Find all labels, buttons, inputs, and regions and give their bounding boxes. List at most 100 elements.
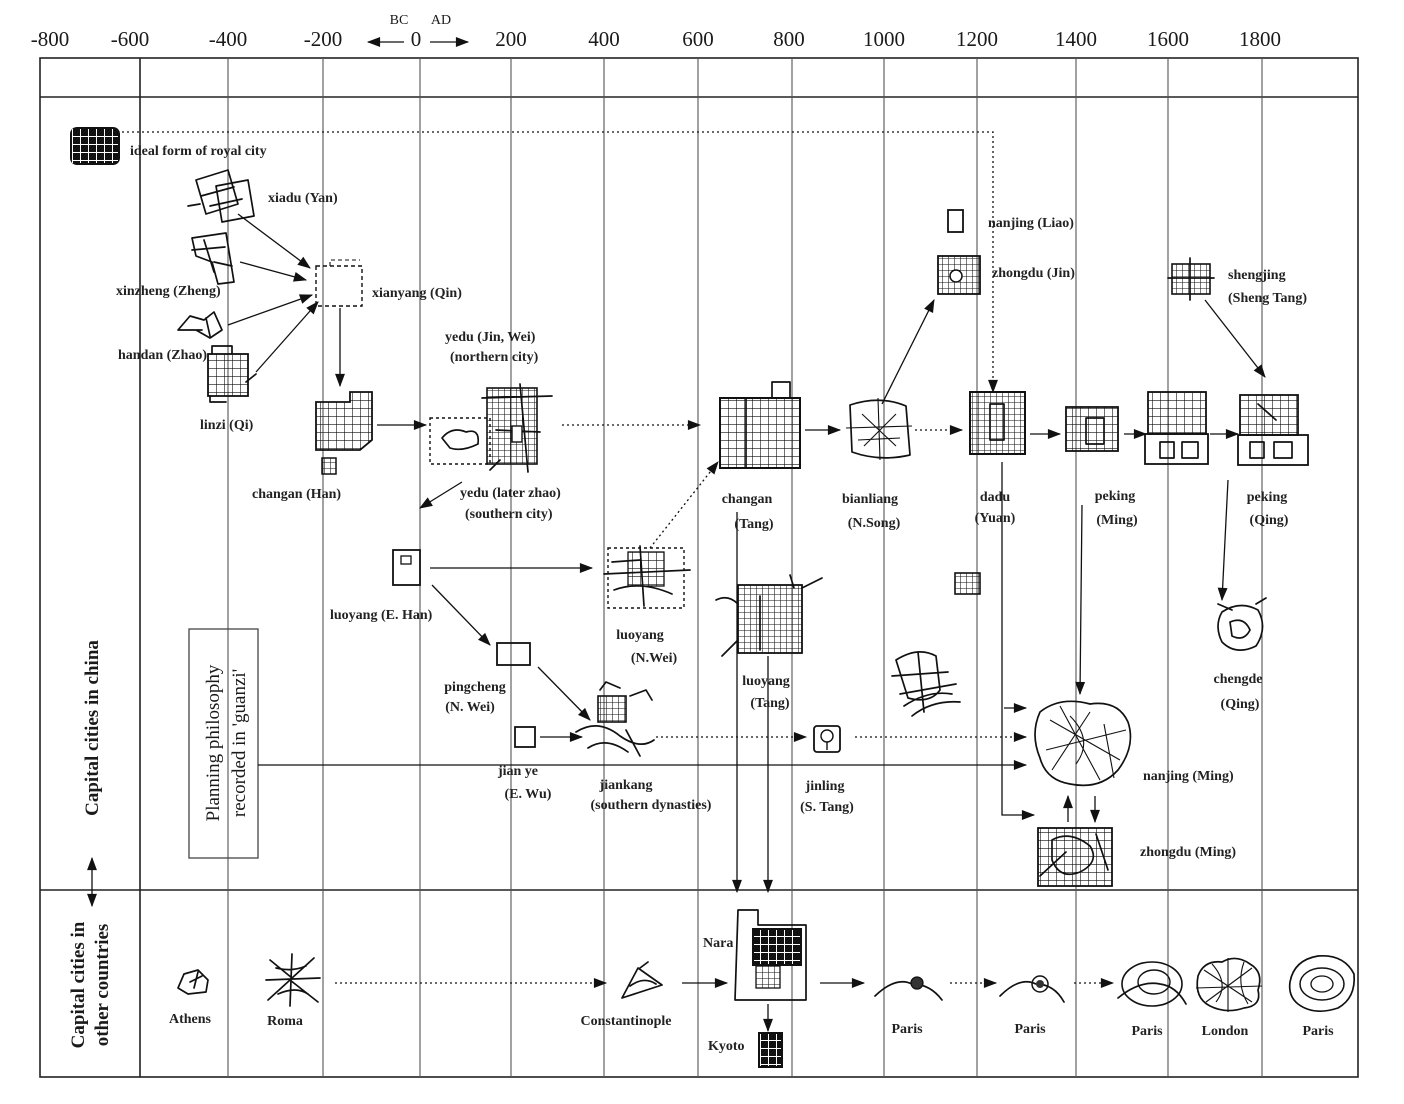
tick-label: 1000 bbox=[863, 27, 905, 51]
guanzi-border bbox=[188, 628, 259, 859]
arrow-luoyang-to-pingcheng bbox=[431, 584, 491, 646]
bianliang-plan-icon bbox=[845, 397, 913, 461]
label-jianye: jian ye bbox=[497, 764, 538, 779]
xinzheng-plan-icon bbox=[191, 232, 235, 285]
shengjing-plan-icon bbox=[1167, 257, 1215, 301]
arrow-xinzheng-to-xianyang bbox=[239, 261, 308, 282]
peking-late-plan-icon bbox=[1144, 391, 1209, 465]
label-athens: Athens bbox=[169, 1012, 212, 1027]
label-paris-3: Paris bbox=[1131, 1024, 1163, 1039]
chengde-plan-icon bbox=[1217, 597, 1267, 651]
tick-label: -800 bbox=[31, 27, 70, 51]
tick-label: 1400 bbox=[1055, 27, 1097, 51]
label-jiankang-sub: (southern dynasties) bbox=[591, 798, 712, 813]
label-changan-tang-sub: (Tang) bbox=[734, 517, 774, 532]
label-xiadu: xiadu (Yan) bbox=[268, 191, 338, 206]
changan-tang-plan-icon bbox=[719, 381, 801, 469]
year-gridlines bbox=[227, 58, 1263, 1077]
connection-arrows bbox=[122, 131, 1266, 1033]
paris-1-plan-icon bbox=[874, 976, 943, 1001]
label-peking-qing-sub: (Qing) bbox=[1250, 513, 1289, 528]
peking-ming-plan-icon bbox=[1065, 406, 1119, 452]
handan-plan-icon bbox=[177, 311, 223, 339]
xianyang-plan-icon bbox=[315, 259, 363, 307]
label-bianliang: bianliang bbox=[842, 492, 898, 507]
label-yedu-north-sub: (northern city) bbox=[450, 350, 539, 365]
changan-han-plan-icon bbox=[315, 391, 373, 475]
tick-label: 1200 bbox=[956, 27, 998, 51]
tick-label: 200 bbox=[495, 27, 527, 51]
arrow-dadu-to-zhongdu-ming bbox=[1001, 462, 1036, 820]
arrow-linzi-to-xianyang bbox=[255, 301, 319, 373]
label-shengjing: shengjing bbox=[1228, 268, 1286, 283]
label-yedu-south-sub: (southern city) bbox=[465, 507, 553, 522]
luoyang-tang-plan-icon bbox=[715, 574, 823, 657]
label-dadu: dadu bbox=[980, 490, 1011, 505]
arrow-pingcheng-to-jiankang bbox=[537, 666, 591, 721]
arrow-handan-to-xianyang bbox=[227, 294, 314, 326]
ad-label: AD bbox=[431, 13, 451, 28]
label-xianyang: xianyang (Qin) bbox=[372, 286, 462, 301]
unlabeled-scribble-plan-icon bbox=[891, 651, 961, 717]
label-luoyang-tang: luoyang bbox=[742, 674, 789, 689]
yedu-south-plan-icon bbox=[429, 417, 491, 465]
label-roma: Roma bbox=[267, 1014, 303, 1029]
tick-label: -600 bbox=[111, 27, 150, 51]
china-city-labels: ideal form of royal city xiadu (Yan) xin… bbox=[116, 144, 1307, 860]
nanjing-liao-plan-icon bbox=[947, 209, 964, 233]
paris-4-plan-icon bbox=[1288, 954, 1356, 1013]
arrow-xiadu-to-xianyang bbox=[237, 213, 311, 269]
label-paris-1: Paris bbox=[891, 1022, 923, 1037]
label-pingcheng: pingcheng bbox=[444, 680, 505, 695]
label-ideal-royal-city: ideal form of royal city bbox=[130, 144, 267, 159]
tick-label: -400 bbox=[209, 27, 248, 51]
label-shengjing-sub: (Sheng Tang) bbox=[1228, 291, 1307, 306]
jinling-plan-icon bbox=[813, 725, 841, 753]
other-city-labels: Athens Roma Constantinople Nara Kyoto Pa… bbox=[169, 936, 1334, 1054]
label-jinling: jinling bbox=[805, 779, 845, 794]
tick-label: 600 bbox=[682, 27, 714, 51]
label-dadu-sub: (Yuan) bbox=[975, 511, 1016, 526]
label-kyoto: Kyoto bbox=[708, 1039, 745, 1054]
arrow-peking-ming-to-nanjing-ming bbox=[1075, 504, 1086, 696]
year-axis: -800 -600 -400 -200 0 200 400 600 800 10… bbox=[31, 13, 1281, 51]
dadu-plan-icon bbox=[969, 391, 1026, 455]
label-nanjing-ming: nanjing (Ming) bbox=[1143, 769, 1234, 784]
label-jianye-sub: (E. Wu) bbox=[505, 787, 552, 802]
label-luoyang-tang-sub: (Tang) bbox=[750, 696, 790, 711]
label-peking-qing: peking bbox=[1247, 490, 1287, 505]
london-plan-icon bbox=[1195, 957, 1263, 1012]
label-jinling-sub: (S. Tang) bbox=[800, 800, 854, 815]
label-luoyang-nwei-sub: (N.Wei) bbox=[631, 651, 678, 666]
luoyang-nwei-plan-icon bbox=[603, 545, 691, 609]
nanjing-ming-plan-icon bbox=[1034, 700, 1132, 787]
row-label-other-line2: other countries bbox=[92, 924, 113, 1047]
arrow-ideal-to-dadu bbox=[122, 131, 998, 394]
label-london: London bbox=[1202, 1024, 1249, 1039]
label-changan-han: changan (Han) bbox=[252, 487, 341, 502]
arrow-shengjing-to-peking-qing bbox=[1204, 299, 1266, 378]
label-handan: handan (Zhao) bbox=[118, 348, 207, 363]
zhongdu-jin-plan-icon bbox=[937, 255, 981, 295]
label-nanjing-liao: nanjing (Liao) bbox=[988, 216, 1074, 231]
label-zhongdu-ming: zhongdu (Ming) bbox=[1140, 845, 1236, 860]
zhongdu-ming-plan-icon bbox=[1037, 827, 1113, 887]
row-label-china: Capital cities in china bbox=[82, 640, 103, 816]
row-label-other-line1: Capital cities in bbox=[68, 921, 89, 1048]
pingcheng-plan-icon bbox=[496, 642, 531, 666]
luoyang-ehan-plan-icon bbox=[392, 549, 421, 586]
athens-plan-icon bbox=[177, 969, 209, 995]
timeline-frame bbox=[39, 57, 1359, 1078]
label-chengde: chengde bbox=[1214, 672, 1263, 687]
guanzi-box: Planning philosophy recorded in 'guanzi' bbox=[188, 628, 259, 859]
tick-label: -200 bbox=[304, 27, 343, 51]
nara-plan-icon bbox=[734, 909, 807, 1001]
paris-2-plan-icon bbox=[999, 975, 1065, 1003]
tick-label: 1800 bbox=[1239, 27, 1281, 51]
tick-label: 0 bbox=[411, 27, 422, 51]
label-changan-tang: changan bbox=[722, 492, 773, 507]
label-paris-2: Paris bbox=[1014, 1022, 1046, 1037]
arrow-luoyang-nwei-to-changan-tang bbox=[649, 461, 719, 549]
bc-label: BC bbox=[390, 13, 409, 28]
